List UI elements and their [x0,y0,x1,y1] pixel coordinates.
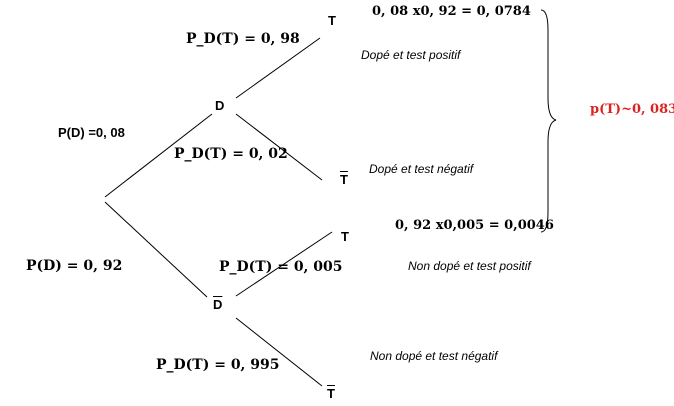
outcome-nondope-negative: Non dopé et test négatif [370,349,498,363]
node-D: D [215,98,225,113]
sum-brace [540,9,557,233]
outcome-dope-positive: Dopé et test positif [361,48,461,62]
node-T-bar-top: T [340,172,348,187]
branch-root-D [104,113,213,198]
prob-T-given-D: P_D(T) = 0, 98 [186,31,300,47]
prob-Tbar-given-Dbar: P_D(T) = 0, 995 [156,357,280,373]
node-T-bar-bottom: T [327,386,335,401]
prob-Tbar-given-D: P_D(T) = 0, 02 [174,146,288,162]
node-D-bar: D [213,297,223,312]
outcome-dope-negative: Dopé et test négatif [369,162,474,176]
outcome-nondope-positive: Non dopé et test positif [408,259,531,273]
node-T-mid: T [341,229,349,244]
calc-dope-positive: 0, 08 x0, 92 = 0, 0784 [372,4,531,19]
branch-D-T [235,37,321,99]
branch-D-Tbar [235,113,323,181]
result-total-probability: p(T)~0, 083 [590,102,674,117]
prob-D: P(D) =0, 08 [58,125,125,140]
branch-root-Dbar [104,201,208,298]
prob-D-bar: P(D) = 0, 92 [26,258,123,274]
prob-T-given-Dbar: P_D(T) = 0, 005 [219,259,343,275]
branch-Dbar-T [235,231,333,297]
branch-Dbar-Tbar [235,317,323,387]
calc-nondope-positive: 0, 92 x0,005 = 0,0046 [395,218,554,233]
node-T-top: T [328,13,336,28]
